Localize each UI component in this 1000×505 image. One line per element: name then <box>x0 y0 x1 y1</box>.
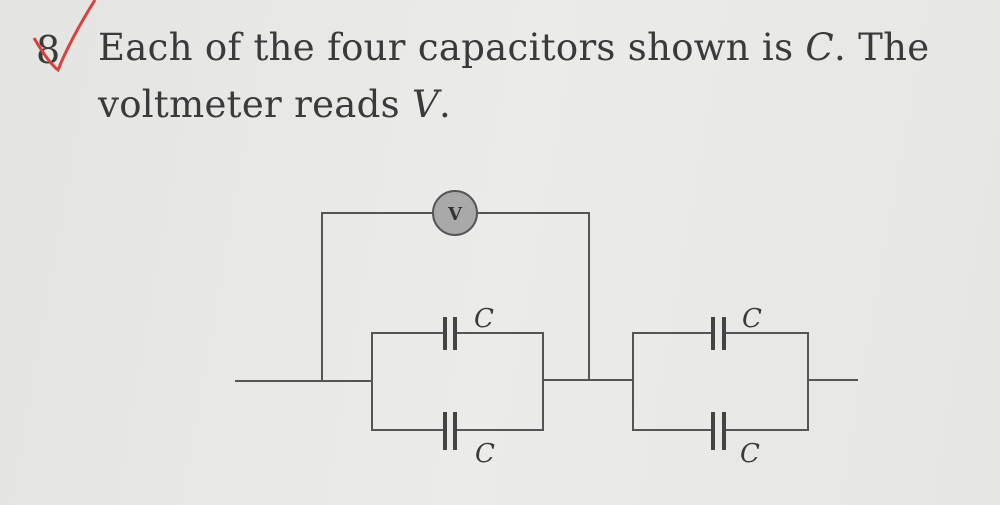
problem-text-line-2: voltmeter reads V. <box>98 83 451 126</box>
capacitor-bottom-right <box>711 412 726 450</box>
check-mark-icon <box>32 0 97 73</box>
capacitor-label: C <box>474 304 494 334</box>
capacitor-label: C <box>740 439 760 469</box>
variable-c: C <box>805 26 835 69</box>
capacitor-label: C <box>475 439 495 469</box>
capacitor-top-right <box>711 317 726 350</box>
problem-text-line-1: Each of the four capacitors shown is C. … <box>98 26 929 69</box>
capacitor-top-left <box>443 317 457 350</box>
capacitor-bottom-left <box>443 412 457 450</box>
text: . The <box>834 26 930 69</box>
variable-v: V <box>411 83 439 126</box>
voltmeter-label: V <box>447 204 463 225</box>
voltmeter <box>432 190 478 236</box>
text: voltmeter reads <box>98 83 412 126</box>
capacitor-plates <box>443 317 726 450</box>
text: Each of the four capacitors shown is <box>98 26 806 69</box>
capacitor-label: C <box>742 304 762 334</box>
text: . <box>438 83 452 126</box>
wires <box>235 212 858 431</box>
